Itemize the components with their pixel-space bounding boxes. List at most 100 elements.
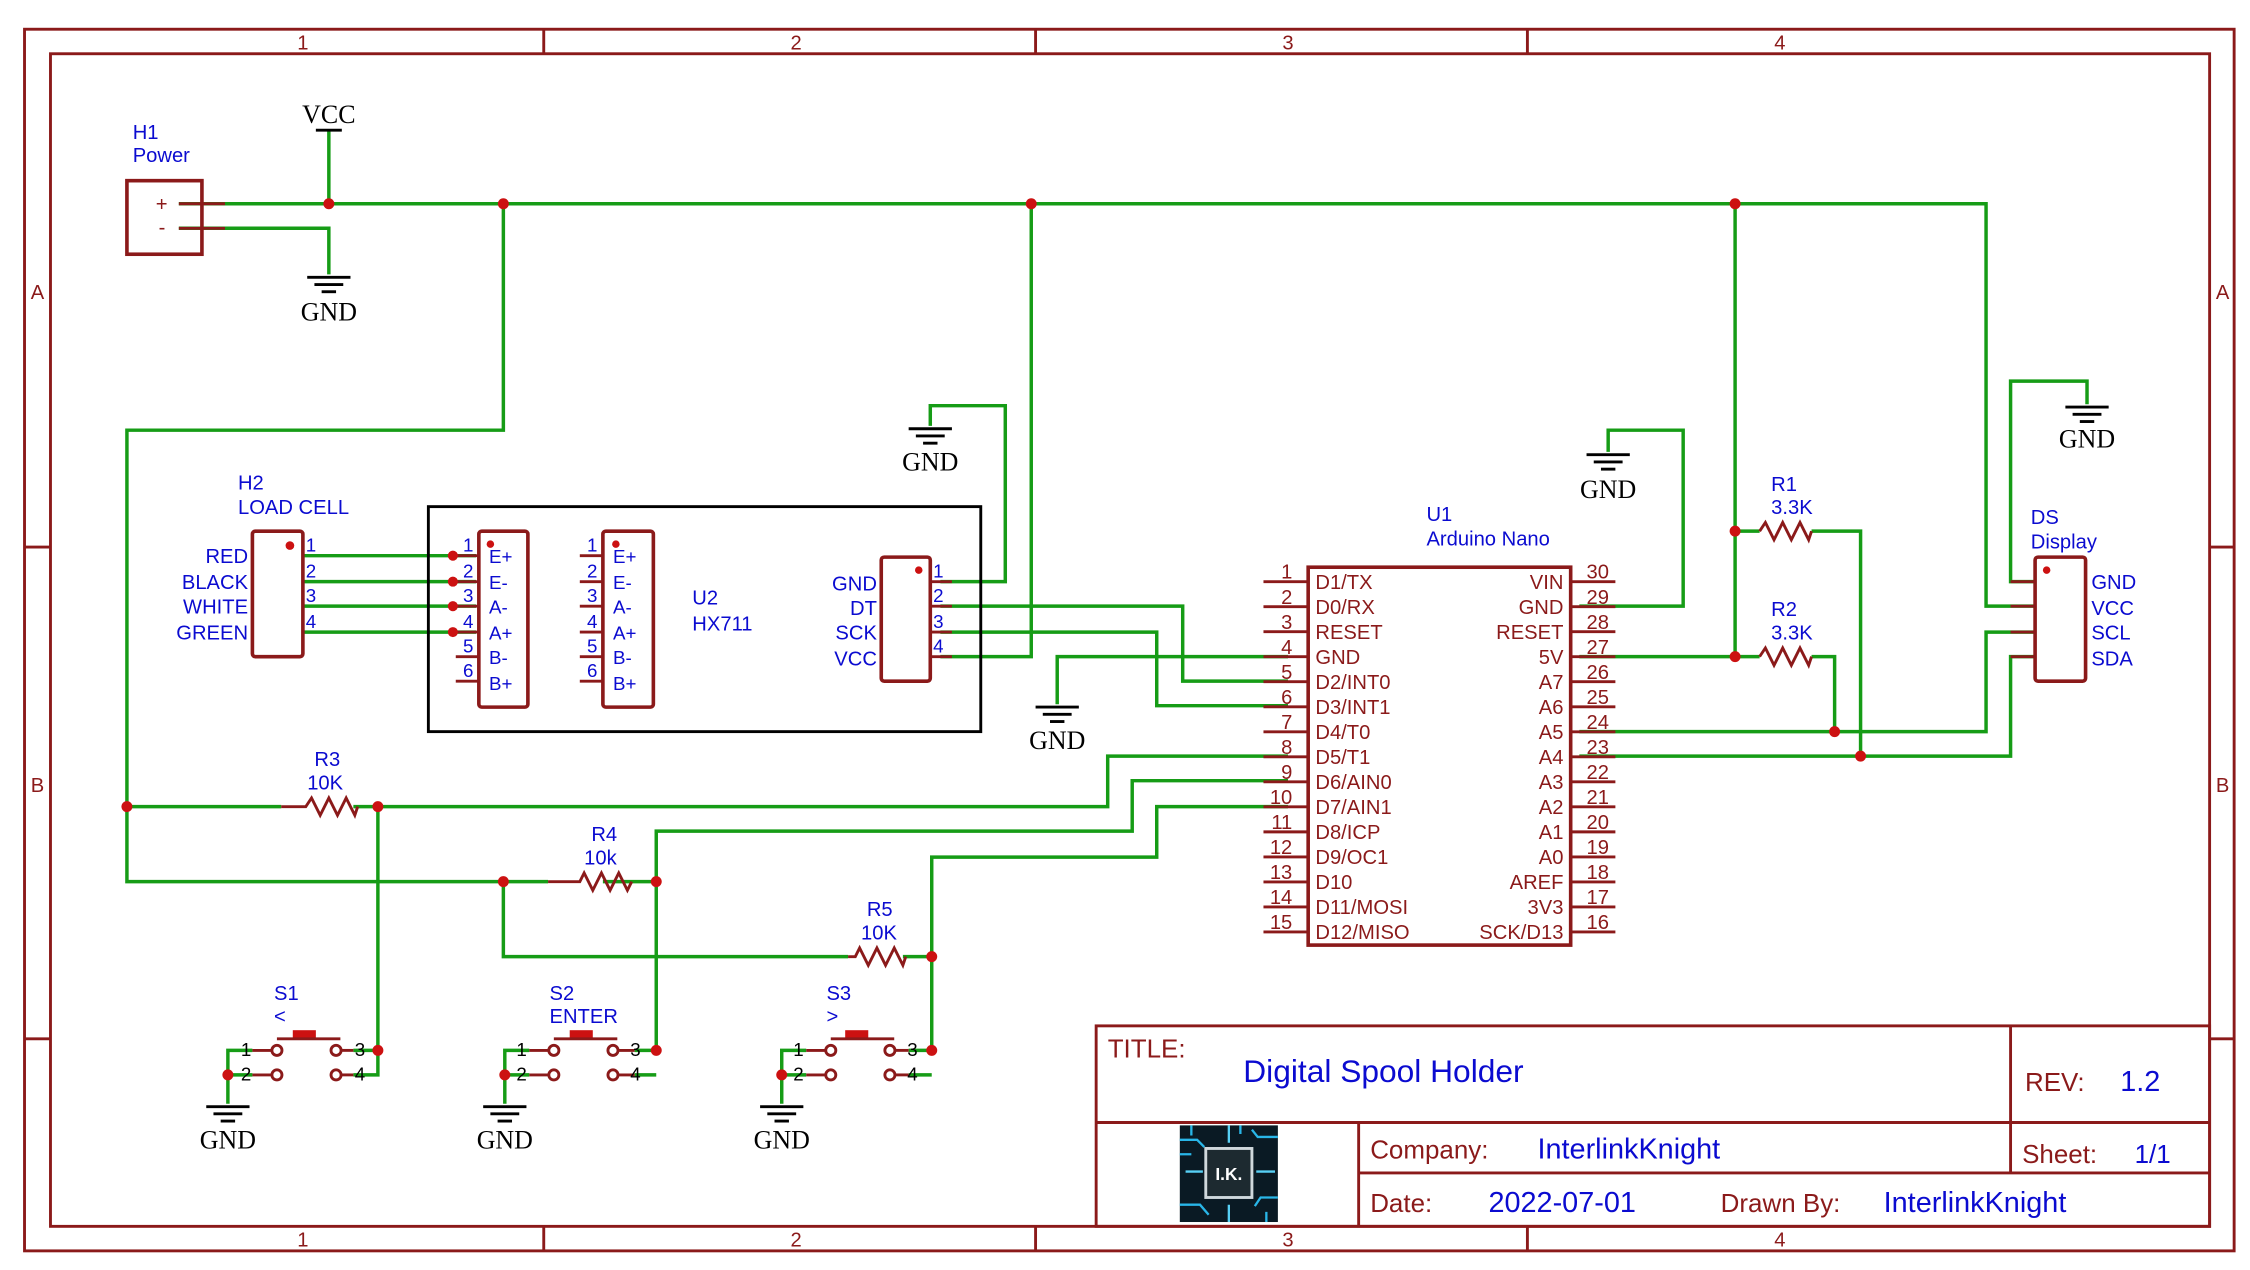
title-label: TITLE: <box>1108 1034 1186 1064</box>
push-button-s1: S1 < 1 2 3 4 <box>241 983 365 1085</box>
s2-pin-4: 4 <box>630 1064 640 1085</box>
power-connector-h1: + - H1 Power <box>125 122 225 257</box>
frame-col-1-bottom: 1 <box>297 1230 308 1252</box>
logo-text: I.K. <box>1215 1164 1242 1184</box>
hx711-pin-2: 2 <box>463 560 473 581</box>
hx711-input-header-b: 1 2 3 4 5 6 E+ E- A- A+ B- B+ <box>579 529 656 709</box>
arduino-right-pin-number: 21 <box>1587 787 1609 809</box>
display-pin-sda: SDA <box>2091 648 2133 670</box>
load-cell-pin-1: 1 <box>306 534 316 555</box>
frame-col-3: 3 <box>1282 32 1293 54</box>
load-cell-ref: H2 <box>238 472 264 494</box>
arduino-left-pin-number: 1 <box>1281 562 1292 584</box>
resistor-r3: R3 10K <box>281 749 360 820</box>
hx711-in-b-plus: B+ <box>489 673 513 694</box>
ground-symbol-s2: GND <box>477 1105 533 1154</box>
arduino-right-pin-name: 5V <box>1539 647 1564 669</box>
arduino-right-pin-name: A5 <box>1539 722 1564 744</box>
date-value: 2022-07-01 <box>1488 1187 1635 1219</box>
arduino-left-pin-number: 7 <box>1281 712 1292 734</box>
load-cell-pin-3: 3 <box>306 585 316 606</box>
resistor-r1: R1 3.3K <box>1758 474 1813 544</box>
power-plus-label: + <box>156 194 168 216</box>
s2-pin-3: 3 <box>630 1039 640 1060</box>
resistor-r5: R5 10K <box>848 899 908 970</box>
frame-col-4-bottom: 4 <box>1774 1230 1785 1252</box>
hx711-out-gnd: GND <box>832 573 877 595</box>
hx711-in-e-plus: E+ <box>613 546 637 567</box>
arduino-right-pin-number: 20 <box>1587 812 1609 834</box>
title-block: TITLE: Digital Spool Holder REV: 1.2 Com… <box>1094 1024 2212 1228</box>
ground-symbol-hx711: GND <box>902 427 958 477</box>
arduino-right-pin-name: A6 <box>1539 697 1564 719</box>
arduino-left-pin-number: 3 <box>1281 612 1292 634</box>
ground-symbol-arduino-pin29: GND <box>1580 453 1636 504</box>
gnd-label: GND <box>754 1125 810 1154</box>
company-logo: I.K. <box>1179 1125 1278 1223</box>
hx711-module-u2: U2 HX711 1 2 3 4 5 6 E+ E- A- A+ B- B+ <box>426 505 983 734</box>
hx711-input-header-a: 1 2 3 4 5 6 E+ E- A- A+ B- B+ <box>447 529 530 709</box>
arduino-right-pin-number: 19 <box>1587 837 1609 859</box>
arduino-left-pin-name: D3/INT1 <box>1315 697 1390 719</box>
hx711-in-a-plus: A+ <box>613 622 637 643</box>
r3-ref: R3 <box>314 749 340 771</box>
arduino-right-pin-name: A1 <box>1539 822 1564 844</box>
arduino-right-pin-number: 30 <box>1587 562 1609 584</box>
arduino-right-pin-name: 3V3 <box>1528 897 1564 919</box>
hx711-out-pin-3: 3 <box>933 611 943 632</box>
date-label: Date: <box>1370 1188 1432 1218</box>
hx711-in-a-minus: A- <box>489 596 508 617</box>
ground-symbols: GND GND GND GND GND GND GND GND <box>200 275 2115 1154</box>
ground-symbol-power: GND <box>301 275 357 327</box>
hx711-in-b-minus: B- <box>613 647 632 668</box>
frame-col-3-bottom: 3 <box>1282 1230 1293 1252</box>
arduino-right-pin-name: RESET <box>1496 622 1563 644</box>
s1-pin-2: 2 <box>241 1064 251 1085</box>
resistor-r4: R4 10k <box>548 824 634 894</box>
s2-ref: S2 <box>550 983 575 1005</box>
hx711-out-pin-2: 2 <box>933 585 943 606</box>
r5-ref: R5 <box>867 899 893 921</box>
load-cell-wire-black: BLACK <box>182 572 249 594</box>
arduino-left-pin-name: D0/RX <box>1315 597 1375 619</box>
hx711-in-e-minus: E- <box>613 572 632 593</box>
company-label: Company: <box>1370 1135 1488 1165</box>
frame-row-a: A <box>31 282 45 304</box>
arduino-left-pin-name: D4/T0 <box>1315 722 1370 744</box>
push-button-s3: S3 > 1 2 3 4 <box>793 983 917 1085</box>
push-button-s2: S2 ENTER 1 2 3 4 <box>516 983 640 1085</box>
power-ref: H1 <box>133 122 159 144</box>
s2-name: ENTER <box>550 1006 618 1028</box>
display-pin-scl: SCL <box>2091 622 2130 644</box>
rev-value: 1.2 <box>2120 1066 2160 1098</box>
arduino-right-pin-number: 26 <box>1587 662 1609 684</box>
vcc-symbol: VCC <box>302 100 356 132</box>
hx711-pin-1: 1 <box>463 534 473 555</box>
arduino-ref: U1 <box>1426 504 1452 526</box>
s3-ref: S3 <box>826 983 851 1005</box>
hx711-in-b-plus: B+ <box>613 673 637 694</box>
hx711-pin-5: 5 <box>463 635 473 656</box>
arduino-left-pin-number: 4 <box>1281 637 1292 659</box>
arduino-right-pin-number: 28 <box>1587 612 1609 634</box>
r5-value: 10K <box>861 922 897 944</box>
s1-name: < <box>274 1006 286 1028</box>
r2-ref: R2 <box>1771 599 1797 621</box>
arduino-right-pin-name: A0 <box>1539 847 1564 869</box>
arduino-left-pin-number: 14 <box>1270 887 1292 909</box>
arduino-left-pin-name: D5/T1 <box>1315 747 1370 769</box>
arduino-left-pin-name: GND <box>1315 647 1360 669</box>
hx711-pin-3: 3 <box>587 585 597 606</box>
hx711-out-pin-1: 1 <box>933 560 943 581</box>
ground-symbol-s1: GND <box>200 1105 256 1154</box>
ground-symbol-arduino-pin4: GND <box>1029 705 1085 755</box>
arduino-left-pin-number: 2 <box>1281 587 1292 609</box>
s3-name: > <box>826 1006 838 1028</box>
arduino-left-pin-name: RESET <box>1315 622 1382 644</box>
arduino-left-pin-number: 13 <box>1270 862 1292 884</box>
arduino-left-pin-number: 10 <box>1270 787 1292 809</box>
arduino-right-pin-name: VIN <box>1530 572 1564 594</box>
drawn-by-label: Drawn By: <box>1721 1188 1841 1218</box>
hx711-pin-3: 3 <box>463 585 473 606</box>
arduino-right-pin-number: 23 <box>1587 737 1609 759</box>
